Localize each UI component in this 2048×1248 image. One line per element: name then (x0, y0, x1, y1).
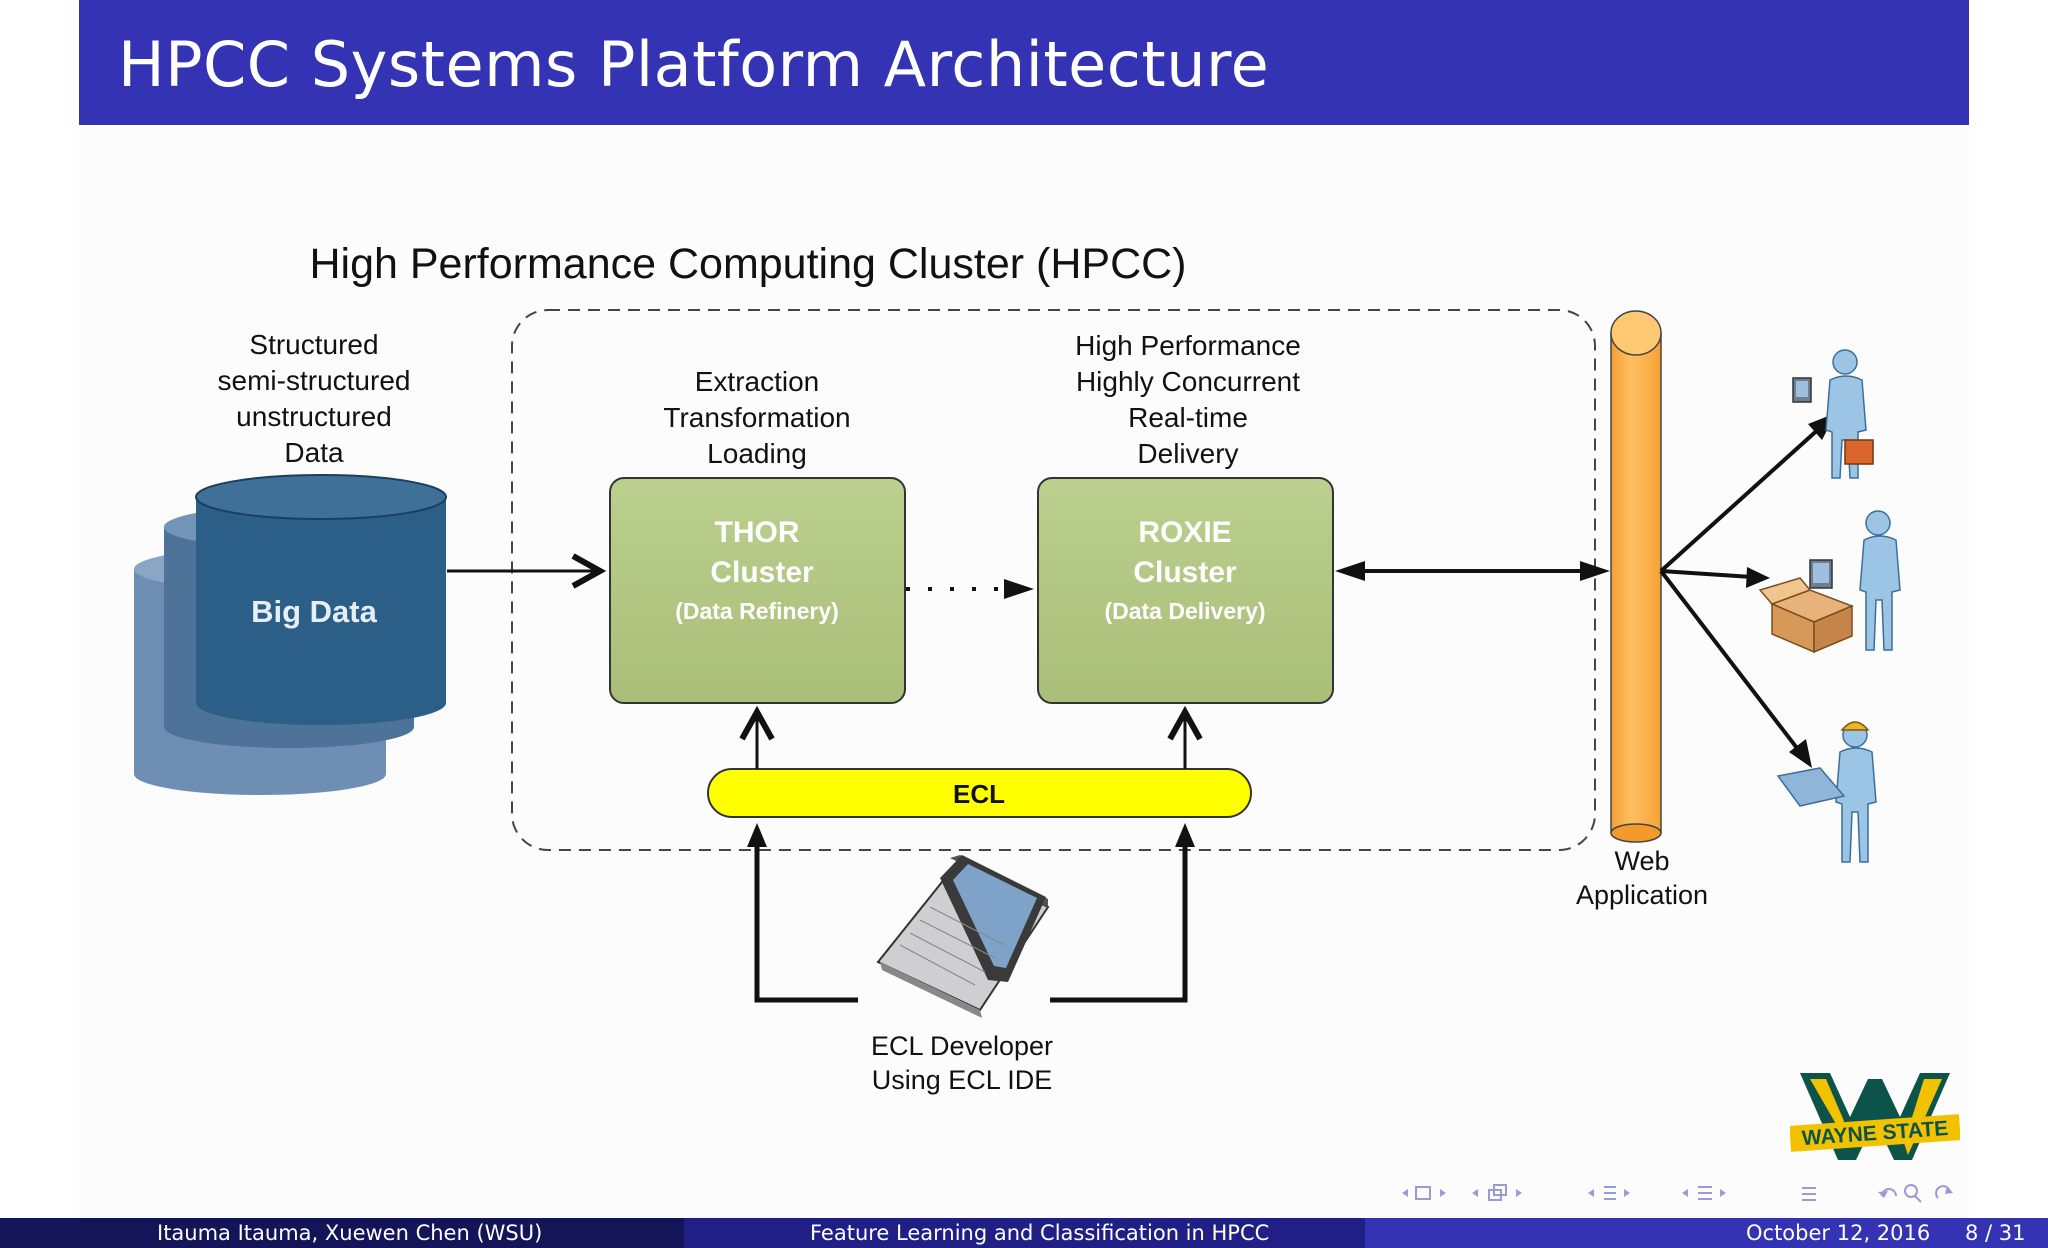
nav-refresh-icon[interactable] (1935, 1185, 1953, 1199)
footer-date-segment: October 12, 2016 8 / 31 (1365, 1218, 2048, 1248)
roxie-role: (Data Delivery) (1104, 598, 1265, 624)
arrow-roxie-web-right-head (1580, 561, 1610, 581)
thor-caption-line-1: Extraction (695, 366, 820, 397)
thor-role: (Data Refinery) (675, 598, 839, 624)
nav-back-icon[interactable] (1878, 1188, 1897, 1198)
data-source-line-4: Data (284, 437, 344, 468)
arrow-developer-to-roxie (1050, 843, 1188, 1003)
big-data-label: Big Data (251, 594, 378, 629)
arrow-developer-to-thor-head (747, 823, 767, 847)
data-source-line-3: unstructured (236, 401, 392, 432)
footer-title-segment: Feature Learning and Classification in H… (684, 1218, 1365, 1248)
nav-subsection-icon[interactable] (1472, 1184, 1522, 1201)
footer-date: October 12, 2016 (1746, 1221, 1931, 1245)
thor-subname: Cluster (710, 556, 814, 589)
footer-page-number: 8 / 31 (1965, 1221, 2026, 1245)
nav-doc-icon[interactable] (1682, 1186, 1726, 1200)
roxie-caption-line-4: Delivery (1137, 438, 1238, 469)
data-source-line-1: Structured (249, 329, 378, 360)
roxie-subname: Cluster (1133, 556, 1237, 589)
wayne-state-logo: WAYNE STATE (1790, 1073, 1960, 1160)
big-data-cylinder-stack (134, 474, 447, 795)
thor-caption-line-3: Loading (707, 438, 807, 469)
roxie-caption-line-1: High Performance (1075, 330, 1301, 361)
thor-cluster-box (609, 477, 906, 704)
arrow-web-to-user-3 (1659, 569, 1802, 754)
footer-authors-segment: Itauma Itauma, Xuewen Chen (WSU) (0, 1218, 684, 1248)
hpcc-boundary (511, 309, 1596, 851)
laptop-icon (876, 855, 1050, 1018)
thor-caption-line-2: Transformation (663, 402, 850, 433)
web-app-line-2: Application (1576, 880, 1708, 910)
beamer-navigation-bar (1402, 1184, 1953, 1203)
roxie-cluster-box (1037, 477, 1334, 704)
arrow-web-to-user-3-head (1789, 739, 1812, 768)
web-application-pipe (1610, 310, 1662, 843)
user-with-briefcase-icon (1792, 349, 1874, 479)
arrow-web-to-user-1 (1659, 424, 1824, 573)
nav-toc-icon[interactable] (1802, 1187, 1816, 1201)
developer-line-2: Using ECL IDE (872, 1065, 1053, 1095)
slide-header (79, 0, 1969, 125)
roxie-caption-line-2: Highly Concurrent (1076, 366, 1300, 397)
roxie-name: ROXIE (1138, 516, 1231, 549)
arrow-developer-to-roxie-head (1175, 823, 1195, 847)
arrow-developer-to-thor (754, 843, 858, 1003)
arrow-thor-to-roxie-head (1004, 579, 1034, 599)
arrow-web-to-user-2-head (1746, 567, 1770, 588)
nav-frame-icon[interactable] (1402, 1186, 1446, 1200)
arrow-roxie-web-left-head (1335, 561, 1365, 581)
footer-talk-title: Feature Learning and Classification in H… (810, 1221, 1270, 1245)
big-data-cylinder-front (195, 474, 447, 725)
slide-title: HPCC Systems Platform Architecture (118, 28, 1270, 101)
web-app-line-1: Web (1614, 846, 1669, 876)
developer-line-1: ECL Developer (871, 1031, 1053, 1061)
nav-section-icon[interactable] (1588, 1186, 1630, 1200)
roxie-caption-line-3: Real-time (1128, 402, 1248, 433)
diagram-title: High Performance Computing Cluster (HPCC… (309, 240, 1186, 288)
footer-authors: Itauma Itauma, Xuewen Chen (WSU) (157, 1221, 543, 1245)
user-with-box-icon (1758, 510, 1901, 654)
nav-search-icon[interactable] (1904, 1184, 1922, 1203)
ecl-bar (707, 768, 1252, 818)
user-with-hardhat-icon (1776, 721, 1877, 863)
ecl-label: ECL (953, 779, 1005, 809)
data-source-line-2: semi-structured (218, 365, 411, 396)
thor-name: THOR (715, 516, 800, 549)
arrow-web-to-user-2 (1660, 569, 1753, 579)
slide-footer: Itauma Itauma, Xuewen Chen (WSU) Feature… (0, 1218, 2048, 1248)
